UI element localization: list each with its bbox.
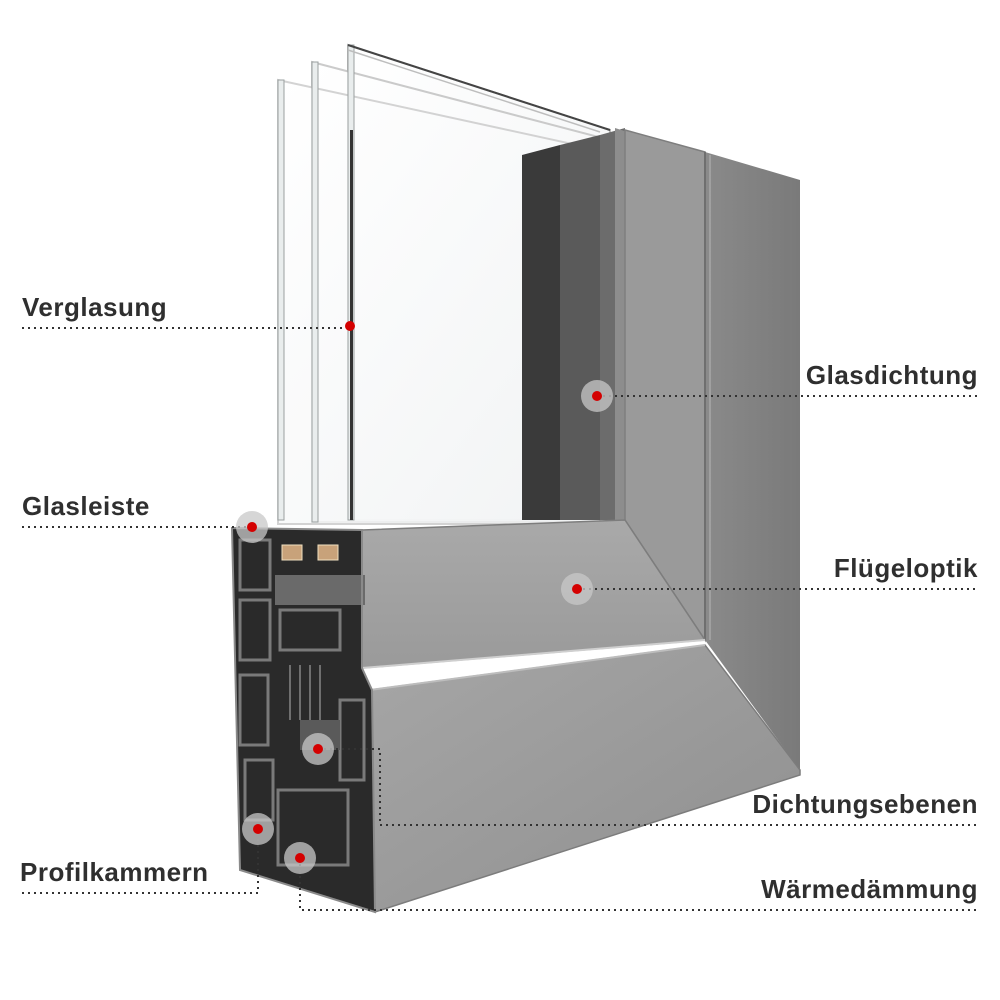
marker-glasleiste [236,511,268,543]
label-fluegeloptik: Flügeloptik [833,553,978,583]
label-profilkammern: Profilkammern [20,857,209,887]
label-dichtungsebenen: Dichtungsebenen [752,789,978,819]
marker-glasdichtung [581,380,613,412]
label-glasleiste: Glasleiste [22,491,150,521]
glass-seal-strips [522,128,625,520]
label-glasdichtung: Glasdichtung [805,360,978,390]
leader-dichtungsebenen [318,748,978,826]
leader-profilkammern [22,829,259,894]
marker-fluegeloptik [561,573,593,605]
outer-frame-face [369,644,801,914]
marker-waermedaemmung [284,842,316,874]
vertical-frame [615,128,800,770]
marker-profilkammern [242,813,274,845]
leader-lines [22,327,978,911]
label-waermedaemmung: Wärmedämmung [761,874,978,904]
leader-waermedaemmung [299,858,978,911]
marker-dichtungsebenen [302,733,334,765]
marker-verglasung [345,321,355,331]
label-verglasung: Verglasung [22,292,168,322]
